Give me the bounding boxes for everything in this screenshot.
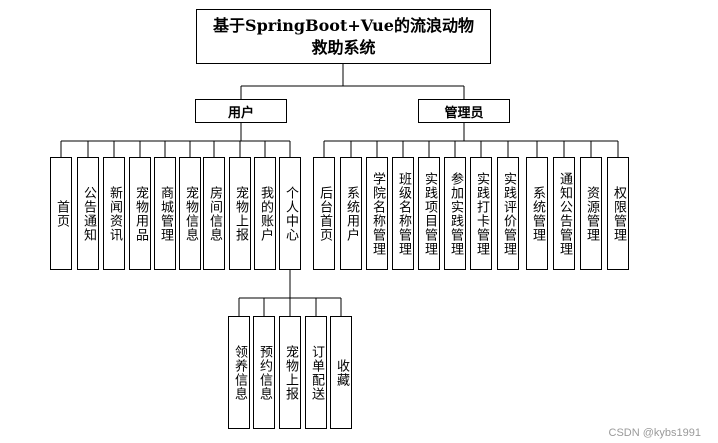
admin-item-announcement: 通知公告管理 — [553, 157, 575, 270]
user-item-label: 商城管理 — [158, 185, 173, 242]
admin-item-label: 后台首页 — [317, 185, 332, 242]
system-title-box: 基于SpringBoot+Vue的流浪动物 救助系统 — [196, 9, 491, 64]
admin-item-label: 系统用户 — [344, 185, 359, 242]
admin-item-label: 参加实践管理 — [448, 171, 463, 256]
user-item-label: 个人中心 — [283, 185, 298, 242]
role-user-label: 用户 — [227, 105, 254, 121]
admin-item-label: 资源管理 — [584, 185, 599, 242]
admin-item-label: 班级名称管理 — [396, 171, 411, 256]
admin-item-label: 实践项目管理 — [422, 171, 437, 256]
admin-item-label: 通知公告管理 — [557, 171, 572, 256]
user-item-notice: 公告通知 — [77, 157, 99, 270]
user-item-label: 宠物信息 — [183, 185, 198, 242]
user-item-label: 房间信息 — [207, 185, 222, 242]
role-user-box: 用户 — [195, 99, 287, 123]
personal-item-appointment: 预约信息 — [253, 316, 275, 429]
personal-item-order-delivery: 订单配送 — [305, 316, 327, 429]
personal-item-label: 宠物上报 — [283, 344, 298, 401]
admin-item-label: 实践评价管理 — [501, 171, 516, 256]
user-item-label: 我的账户 — [258, 185, 273, 242]
user-item-pet-info: 宠物信息 — [179, 157, 201, 270]
user-item-news: 新闻资讯 — [103, 157, 125, 270]
admin-item-practice-project: 实践项目管理 — [418, 157, 440, 270]
user-item-label: 新闻资讯 — [107, 185, 122, 242]
personal-item-label: 领养信息 — [232, 344, 247, 401]
system-title-line1: 基于SpringBoot+Vue的流浪动物 — [213, 15, 474, 35]
system-title-line2: 救助系统 — [311, 37, 376, 57]
admin-item-label: 权限管理 — [611, 185, 626, 242]
personal-item-pet-report: 宠物上报 — [279, 316, 301, 429]
user-item-label: 宠物用品 — [133, 185, 148, 242]
user-item-personal-center: 个人中心 — [279, 157, 301, 270]
personal-item-favorites: 收藏 — [330, 316, 352, 429]
user-item-home: 首页 — [50, 157, 72, 270]
user-item-pet-report: 宠物上报 — [229, 157, 251, 270]
admin-item-practice-evaluation: 实践评价管理 — [497, 157, 519, 270]
user-item-room-info: 房间信息 — [203, 157, 225, 270]
personal-item-adoption: 领养信息 — [228, 316, 250, 429]
admin-item-label: 实践打卡管理 — [474, 171, 489, 256]
role-admin-box: 管理员 — [418, 99, 510, 123]
admin-item-label: 学院名称管理 — [370, 171, 385, 256]
admin-item-label: 系统管理 — [530, 185, 545, 242]
user-item-label: 公告通知 — [81, 185, 96, 242]
role-admin-label: 管理员 — [444, 105, 484, 121]
user-item-pet-supplies: 宠物用品 — [129, 157, 151, 270]
admin-item-dashboard: 后台首页 — [313, 157, 335, 270]
user-item-my-account: 我的账户 — [254, 157, 276, 270]
personal-item-label: 订单配送 — [309, 344, 324, 401]
admin-item-college: 学院名称管理 — [366, 157, 388, 270]
personal-item-label: 预约信息 — [257, 344, 272, 401]
admin-item-resources: 资源管理 — [580, 157, 602, 270]
user-item-label: 首页 — [54, 199, 69, 228]
admin-item-system-management: 系统管理 — [526, 157, 548, 270]
admin-item-join-practice: 参加实践管理 — [444, 157, 466, 270]
admin-item-class: 班级名称管理 — [392, 157, 414, 270]
personal-item-label: 收藏 — [334, 358, 349, 387]
watermark: CSDN @kybs1991 — [608, 427, 701, 439]
user-item-label: 宠物上报 — [233, 185, 248, 242]
admin-item-practice-checkin: 实践打卡管理 — [470, 157, 492, 270]
admin-item-system-users: 系统用户 — [340, 157, 362, 270]
user-item-mall: 商城管理 — [154, 157, 176, 270]
admin-item-permissions: 权限管理 — [607, 157, 629, 270]
